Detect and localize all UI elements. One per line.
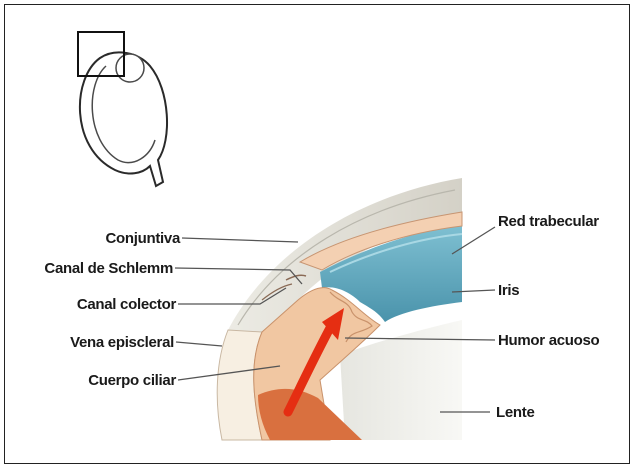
label-lente: Lente [496, 404, 535, 421]
label-cuerpo-ciliar: Cuerpo ciliar [88, 372, 176, 389]
label-humor-acuoso: Humor acuoso [498, 332, 600, 349]
label-red-trabecular: Red trabecular [498, 213, 599, 230]
leader-conjuntiva [182, 238, 298, 242]
eyeball-thumbnail [78, 32, 167, 186]
leader-vena-episcleral [176, 342, 222, 346]
anterior-chamber-cross-section [217, 178, 462, 440]
label-conjuntiva: Conjuntiva [106, 230, 181, 247]
label-vena-episcleral: Vena episcleral [70, 334, 174, 351]
label-canal-colector: Canal colector [77, 296, 177, 313]
thumbnail-cornea [116, 54, 144, 82]
label-canal-schlemm: Canal de Schlemm [44, 260, 173, 277]
label-iris: Iris [498, 282, 519, 299]
